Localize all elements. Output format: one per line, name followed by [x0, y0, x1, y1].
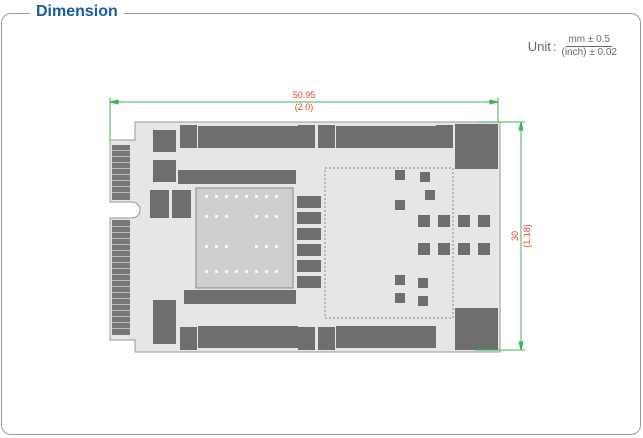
height-mm-label: 30: [510, 231, 520, 241]
width-dimension: [109, 98, 499, 140]
width-inch-label: (2.0): [295, 102, 314, 112]
unit-legend: Unit: mm ± 0.5 (inch) ± 0.02: [527, 34, 617, 58]
width-mm-label: 50.95: [293, 90, 316, 100]
unit-inch: (inch) ± 0.02: [561, 47, 617, 58]
edge-connector-top: [112, 145, 130, 200]
section-title: Dimension: [30, 3, 124, 21]
unit-label: Unit: [527, 39, 551, 54]
unit-mm: mm ± 0.5: [566, 34, 613, 47]
dimension-panel: [1, 13, 641, 435]
pcb-board: [109, 121, 501, 353]
height-inch-label: (1.18): [522, 224, 532, 248]
height-dimension: [475, 121, 525, 351]
edge-connector-bottom: [112, 220, 130, 335]
processor-area: [195, 187, 294, 289]
